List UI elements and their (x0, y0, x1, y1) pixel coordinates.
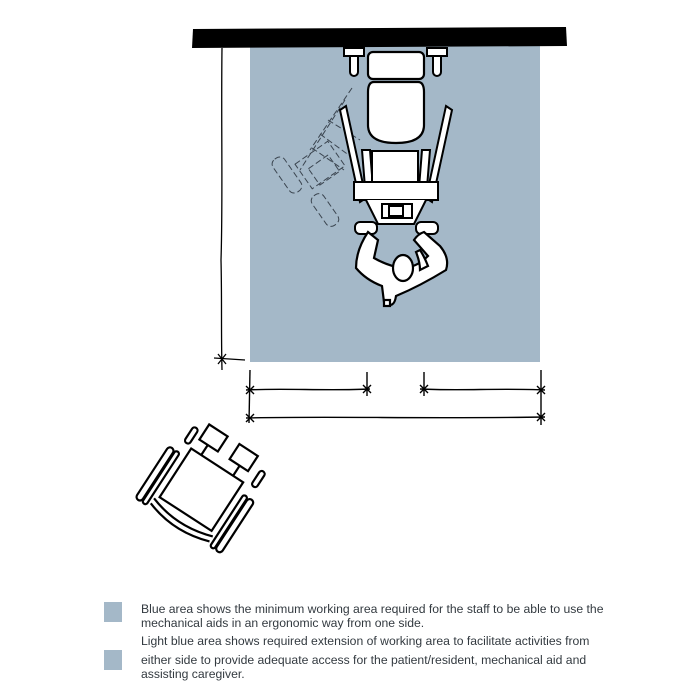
caregiver (354, 230, 449, 308)
legend-line: either side to provide adequate access f… (141, 653, 587, 667)
standing-lift-aid (338, 104, 454, 235)
legend-text-blue-area: Blue area shows the minimum working area… (141, 602, 621, 630)
blue-area-swatch (104, 602, 122, 622)
vertical-dimension-line (213, 47, 246, 371)
legend-text-light-blue-area: Light blue area shows required extension… (141, 634, 621, 681)
toilet (366, 50, 426, 145)
legend-line: Light blue area shows required extension… (141, 634, 590, 648)
legend-line: mechanical aids in an ergonomic way from… (141, 616, 425, 630)
wall (192, 27, 567, 48)
light-blue-area-swatch (104, 650, 122, 670)
legend-line: assisting caregiver. (141, 667, 245, 681)
legend-line: Blue area shows the minimum working area… (141, 602, 604, 616)
grab-bars (343, 47, 448, 77)
horizontal-dimension-lines (245, 369, 546, 425)
wheelchair (135, 422, 266, 554)
